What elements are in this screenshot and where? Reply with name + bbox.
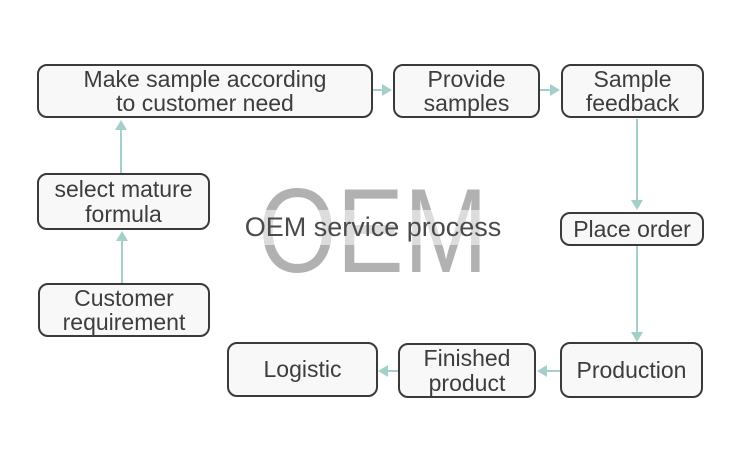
arrow-place-order-to-production-head (631, 332, 643, 342)
arrow-sample-feedback-to-place-order-head (631, 200, 643, 210)
node-provide-samples: Provide samples (393, 64, 540, 118)
arrow-select-mature-formula-to-make-sample-head (115, 120, 127, 130)
node-place-order: Place order (560, 212, 704, 246)
arrow-make-sample-to-provide-samples-head (382, 84, 392, 96)
node-finished-product: Finished product (398, 343, 536, 398)
node-make-sample: Make sample according to customer need (37, 64, 373, 118)
arrow-make-sample-to-provide-samples-line (373, 89, 383, 91)
node-production: Production (560, 342, 703, 398)
diagram-title: OEM service process (234, 210, 512, 246)
arrow-customer-requirement-to-select-mature-formula-head (116, 231, 128, 241)
node-customer-requirement: Customer requirement (38, 283, 210, 337)
arrow-sample-feedback-to-place-order-line (636, 119, 638, 201)
arrow-finished-product-to-logistic-line (388, 370, 398, 372)
arrow-select-mature-formula-to-make-sample-line (120, 129, 122, 173)
arrow-place-order-to-production-line (636, 246, 638, 333)
node-sample-feedback: Sample feedback (561, 64, 704, 118)
node-select-mature-formula: select mature formula (37, 173, 210, 230)
arrow-customer-requirement-to-select-mature-formula-line (121, 240, 123, 283)
arrow-provide-samples-to-sample-feedback-line (540, 89, 551, 91)
arrow-finished-product-to-logistic-head (378, 365, 388, 377)
node-logistic: Logistic (227, 342, 378, 397)
arrow-provide-samples-to-sample-feedback-head (550, 84, 560, 96)
arrow-production-to-finished-product-line (546, 370, 560, 372)
arrow-production-to-finished-product-head (537, 365, 547, 377)
